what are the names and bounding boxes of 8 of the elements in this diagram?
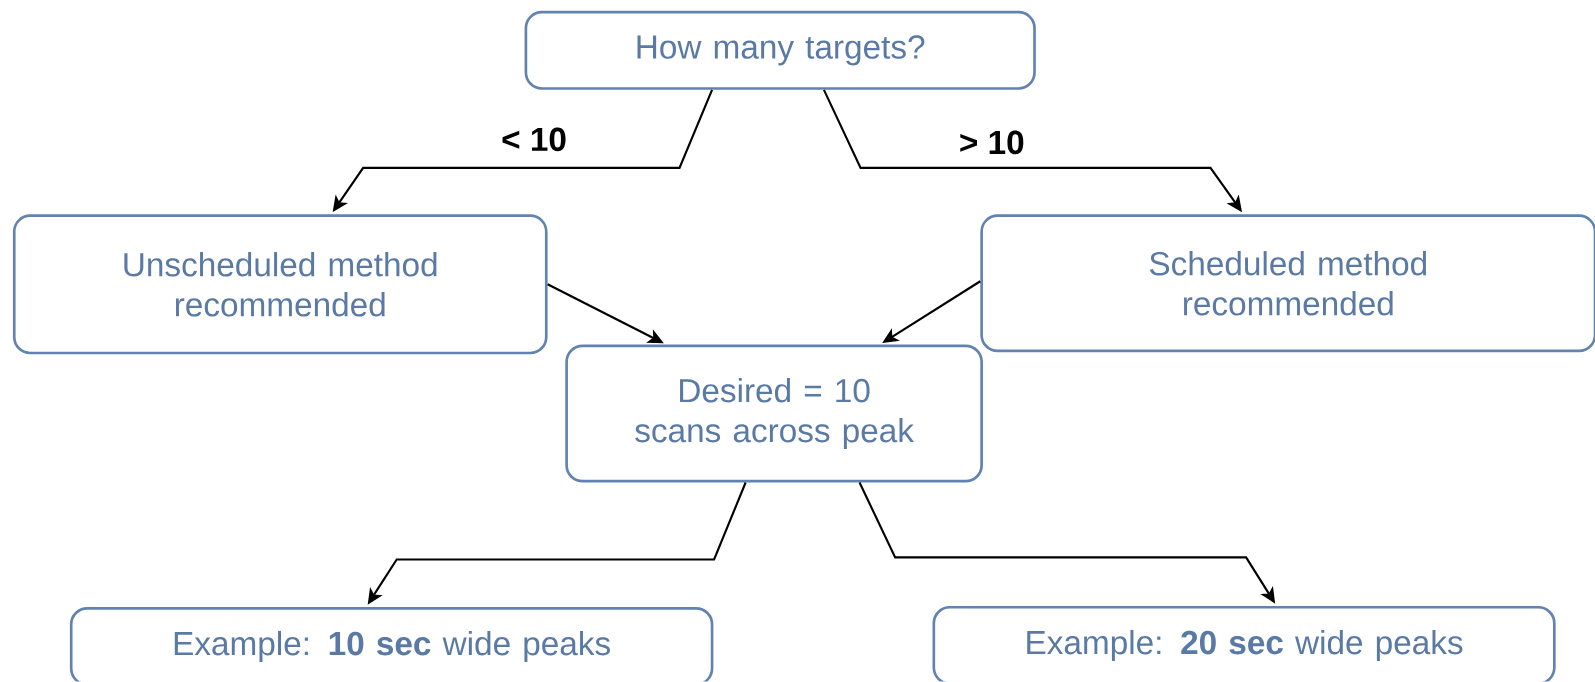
process-box: Example: 10 sec wide peaks — [69, 607, 714, 682]
edge-label: < 10 — [502, 127, 566, 152]
edge-label: > 10 — [960, 130, 1024, 155]
process-box: How many targets? — [524, 11, 1036, 91]
process-box: Example: 20 sec wide peaks — [932, 606, 1556, 682]
process-box: Desired = 10 scans across peak — [565, 344, 983, 483]
process-box: Unscheduled method recommended — [12, 214, 548, 355]
process-box: Scheduled method recommended — [980, 214, 1595, 353]
